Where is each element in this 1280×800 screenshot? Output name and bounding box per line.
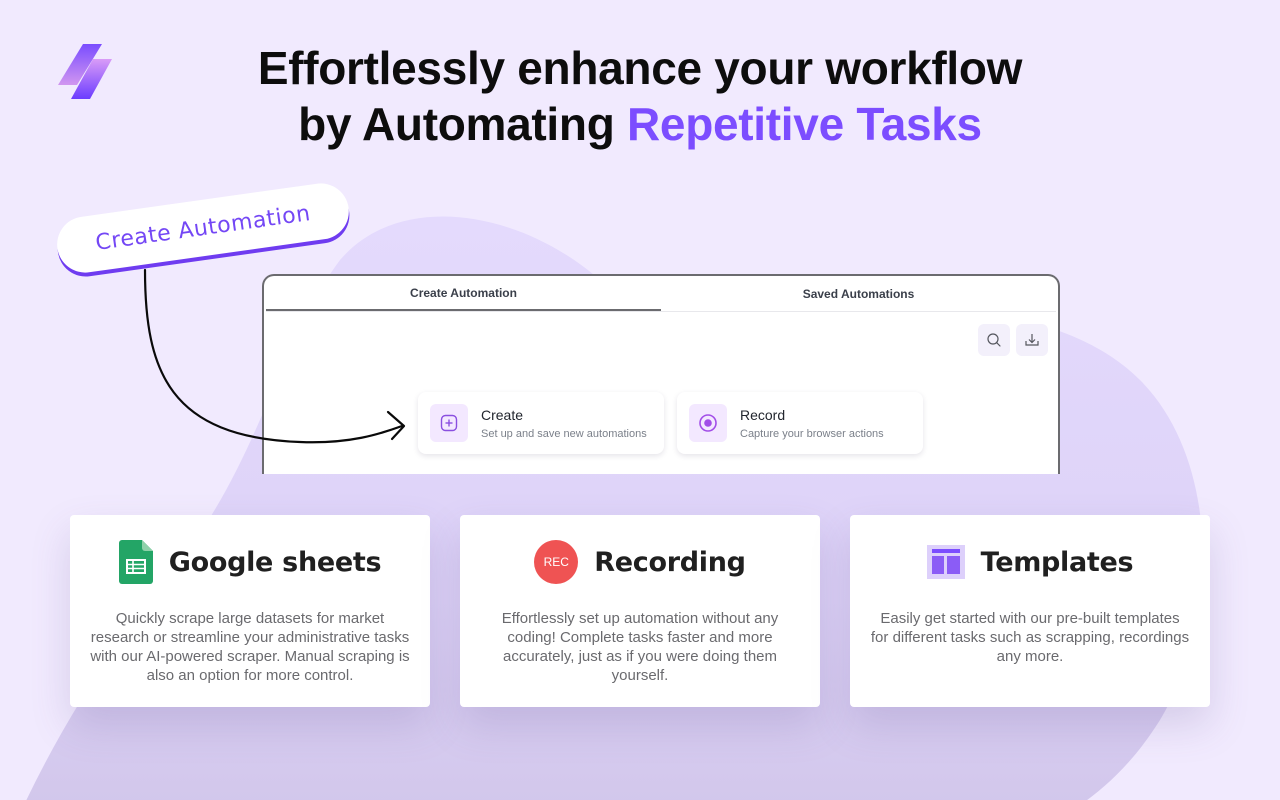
rec-icon: REC	[534, 540, 579, 584]
tab-create-automation[interactable]: Create Automation	[266, 276, 661, 311]
page-headline: Effortlessly enhance your workflow by Au…	[0, 40, 1280, 152]
feature-description: Effortlessly set up automation without a…	[501, 610, 779, 684]
feature-title: Google sheets	[168, 546, 382, 578]
feature-card-google-sheets: Google sheets Quickly scrape large datas…	[70, 515, 430, 707]
tab-label: Create Automation	[410, 285, 517, 300]
tab-saved-automations[interactable]: Saved Automations	[661, 276, 1056, 311]
tab-bar: Create Automation Saved Automations	[266, 276, 1056, 312]
create-action-title: Create	[481, 406, 524, 423]
headline-accent: Repetitive Tasks	[627, 98, 982, 150]
record-action-title: Record	[740, 406, 786, 423]
download-icon	[1025, 334, 1039, 346]
feature-description: Quickly scrape large datasets for market…	[90, 610, 410, 684]
brand-logo-icon	[58, 44, 112, 99]
record-icon-box	[689, 404, 727, 442]
search-icon	[987, 333, 1001, 347]
rec-icon-text: REC	[543, 555, 569, 569]
extension-window: Create Automation Saved Automations	[262, 274, 1060, 474]
feature-title: Templates	[980, 546, 1134, 578]
google-sheets-icon	[118, 540, 153, 584]
feature-card-recording: REC Recording Effortlessly set up automa…	[460, 515, 820, 707]
curved-arrow-icon	[143, 268, 406, 444]
plus-square-icon	[440, 414, 458, 432]
feature-title: Recording	[594, 546, 746, 578]
search-button[interactable]	[978, 324, 1010, 356]
feature-card-templates: Templates Easily get started with our pr…	[850, 515, 1210, 707]
record-action-subtitle: Capture your browser actions	[740, 427, 884, 440]
headline-line2-prefix: by Automating	[298, 98, 627, 150]
templates-icon	[926, 545, 965, 579]
record-icon	[699, 414, 717, 432]
toolbar	[978, 324, 1048, 356]
headline-line1: Effortlessly enhance your workflow	[257, 42, 1023, 94]
create-action-subtitle: Set up and save new automations	[481, 427, 647, 440]
record-action-card[interactable]: Record Capture your browser actions	[677, 392, 923, 454]
tab-label: Saved Automations	[802, 286, 915, 301]
download-button[interactable]	[1016, 324, 1048, 356]
create-action-card[interactable]: Create Set up and save new automations	[418, 392, 664, 454]
feature-description: Easily get started with our pre-built te…	[870, 610, 1190, 665]
create-icon-box	[430, 404, 468, 442]
